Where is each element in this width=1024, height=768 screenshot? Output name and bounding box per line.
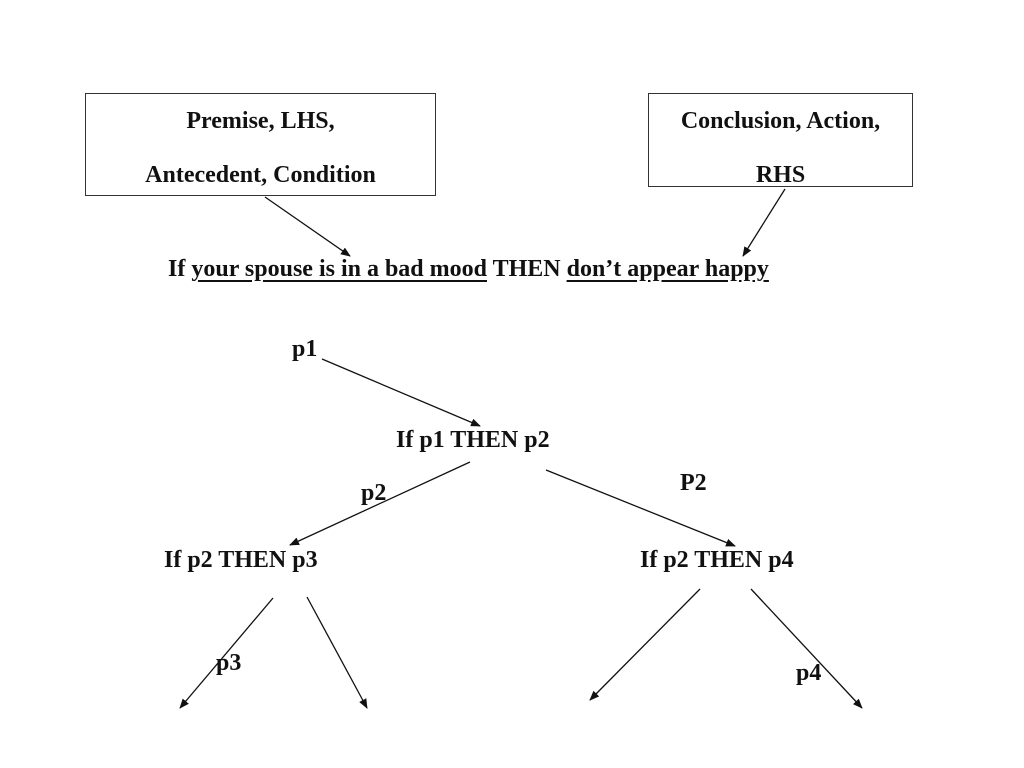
rule-sentence: If your spouse is in a bad mood THEN don…: [168, 256, 769, 283]
rule-then-word: THEN: [492, 256, 561, 282]
root-rule: If p1 THEN p2: [396, 427, 550, 453]
conclusion-box: Conclusion, Action, RHS: [648, 93, 913, 188]
arrow-premise-to-condition: [264, 196, 351, 257]
arrow-left-child-1: [179, 597, 274, 709]
premise-box: Premise, LHS, Antecedent, Condition: [85, 93, 436, 196]
conclusion-box-line1: Conclusion, Action,: [680, 108, 881, 134]
arrow-conclusion-to-action: [742, 188, 786, 257]
conclusion-box-line2: RHS: [755, 162, 806, 188]
arrow-left-child-2: [306, 596, 368, 709]
rule-if-word: If: [168, 256, 186, 282]
arrow-right-child-2: [750, 588, 863, 709]
arrow-root-to-left: [289, 461, 471, 546]
right-rule: If p2 THEN p4: [640, 547, 794, 573]
premise-box-line1: Premise, LHS,: [186, 108, 335, 134]
rule-action: don’t appear happy: [566, 256, 769, 282]
p1-label: p1: [292, 336, 318, 362]
left-edge-label: p2: [361, 480, 387, 506]
rule-condition: your spouse is in a bad mood: [191, 256, 487, 282]
arrow-root-to-right: [545, 469, 736, 547]
right-edge-label: P2: [680, 470, 707, 496]
arrow-p1-to-root: [321, 358, 481, 427]
left-rule: If p2 THEN p3: [164, 547, 318, 573]
arrow-right-child-1: [589, 588, 701, 701]
p3-label: p3: [216, 650, 242, 676]
premise-box-line2: Antecedent, Condition: [145, 162, 376, 188]
p4-label: p4: [796, 660, 822, 686]
